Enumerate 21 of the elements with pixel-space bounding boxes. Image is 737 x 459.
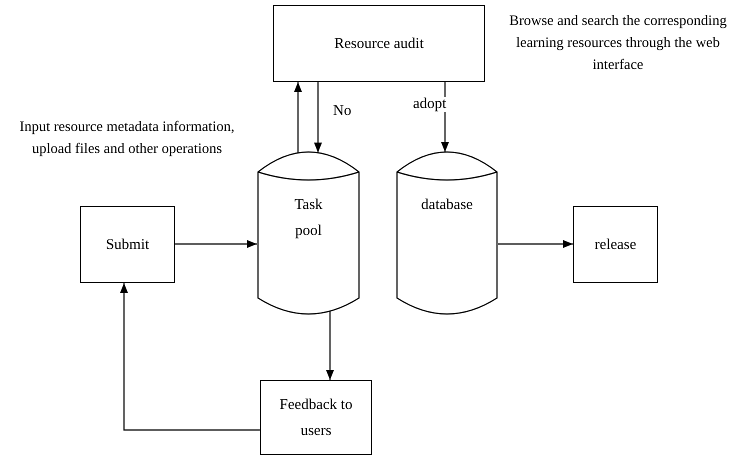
node-label: database	[420, 196, 474, 215]
arrow	[314, 82, 322, 153]
node-label: Submit	[104, 236, 150, 254]
node-label: release	[594, 236, 638, 254]
process-box	[273, 5, 485, 82]
process-box	[260, 380, 372, 455]
database-cylinder	[257, 150, 360, 316]
node-label: Task pool	[293, 196, 324, 241]
arrow	[120, 283, 260, 431]
arrow	[326, 311, 334, 380]
arrow	[175, 240, 257, 248]
database-cylinder	[396, 150, 498, 316]
note-text: Browse and search the corresponding learning resources through the web interface	[508, 12, 728, 75]
arrow	[294, 82, 302, 153]
process-box	[573, 206, 658, 283]
node-label: Resource audit	[333, 34, 425, 54]
note-text: Input resource metadata information, upload files and other operations	[18, 118, 236, 159]
process-box	[80, 206, 175, 283]
edge-label: adopt	[413, 97, 446, 112]
arrow	[498, 240, 573, 248]
node-label: Feedback to users	[278, 396, 354, 440]
